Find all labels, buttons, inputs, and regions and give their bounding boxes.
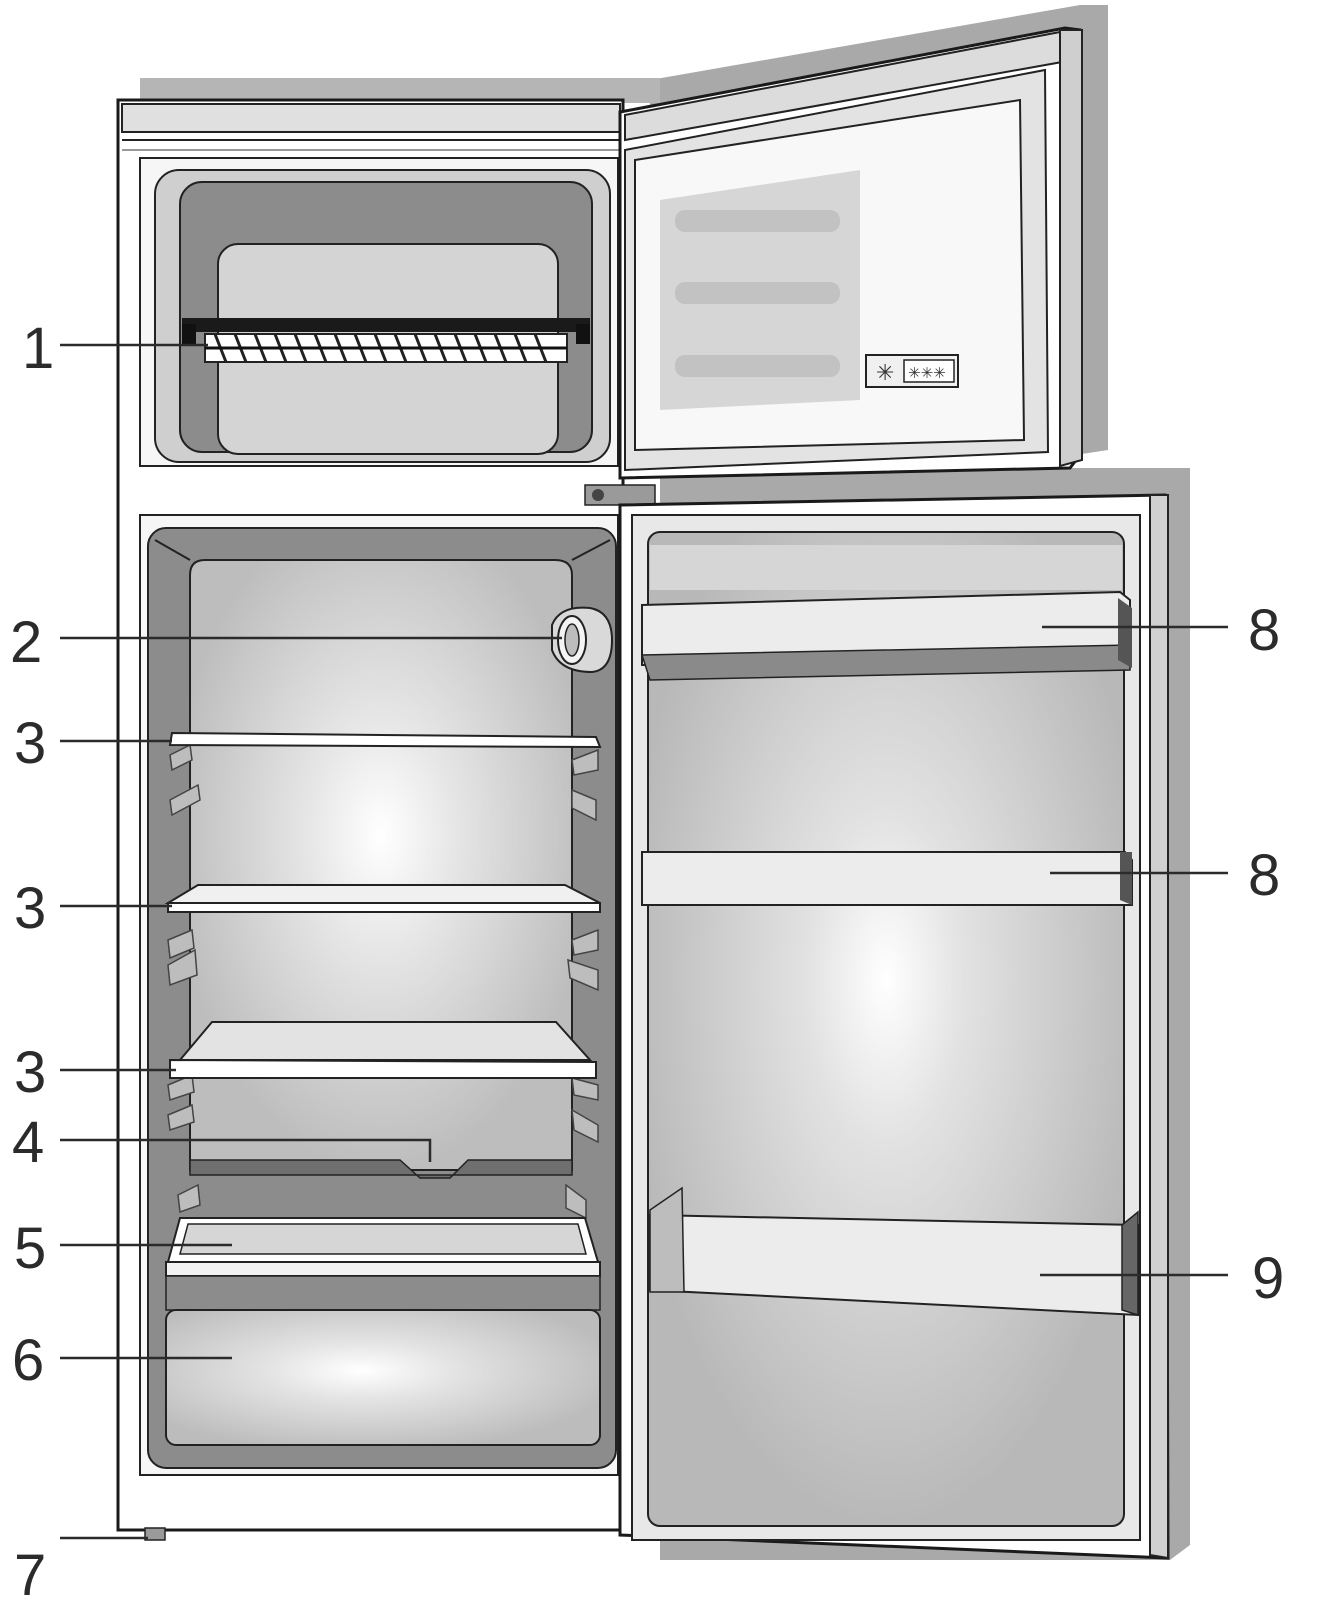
- glass-shelf-2: [164, 884, 601, 913]
- crisper-cover: [165, 1217, 601, 1277]
- freezer-wire-shelf: [182, 318, 590, 363]
- svg-text:✳✳✳: ✳✳✳: [908, 364, 946, 382]
- callout-7: 7: [14, 1543, 46, 1599]
- freezer-compartment: [154, 169, 611, 463]
- door-shelf-middle: [641, 851, 1133, 906]
- freezer-door: ✳ ✳✳✳: [618, 26, 1083, 480]
- crisper-drawer: [165, 1275, 601, 1446]
- door-bottle-shelf: [649, 1186, 1139, 1317]
- callout-2: 2: [10, 610, 42, 675]
- leader-lines: [60, 343, 1228, 1540]
- callout-3-bottom: 3: [14, 1040, 46, 1105]
- callout-6: 6: [12, 1328, 44, 1393]
- glass-shelf-3: [169, 1021, 597, 1079]
- svg-text:✳: ✳: [876, 361, 894, 386]
- callout-3-middle: 3: [14, 876, 46, 941]
- callout-9: 9: [1252, 1246, 1284, 1311]
- callout-3-top: 3: [14, 711, 46, 776]
- callout-4: 4: [12, 1110, 44, 1175]
- callout-1: 1: [22, 316, 54, 381]
- callout-5: 5: [14, 1216, 46, 1281]
- callout-8-upper: 8: [1248, 598, 1280, 663]
- shelf-supports: [167, 743, 599, 1220]
- thermostat-knob: [551, 606, 614, 674]
- door-shelf-upper: [640, 590, 1132, 681]
- defrost-water-channel: [189, 1159, 573, 1179]
- callout-8-middle: 8: [1248, 843, 1280, 908]
